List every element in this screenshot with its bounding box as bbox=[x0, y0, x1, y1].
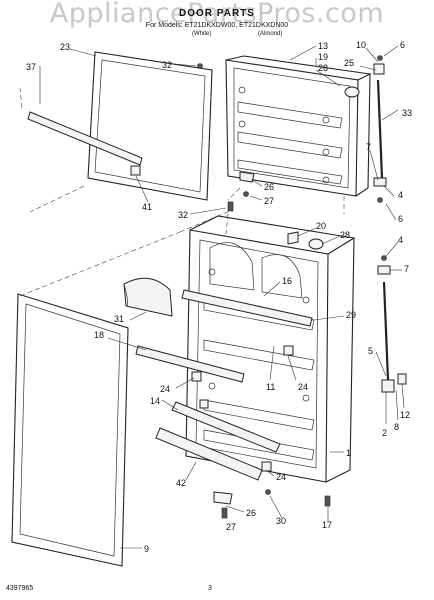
callout-31: 31 bbox=[114, 314, 124, 324]
callout-7b: 7 bbox=[404, 264, 409, 274]
plug-button-top bbox=[344, 86, 360, 98]
callout-24b: 24 bbox=[160, 384, 170, 394]
fresh-food-door-gasket bbox=[11, 293, 129, 567]
callout-4b: 4 bbox=[398, 235, 403, 245]
leader-lines bbox=[39, 45, 405, 549]
callout-32: 32 bbox=[162, 60, 172, 70]
callout-11: 11 bbox=[266, 382, 275, 392]
callout-6: 6 bbox=[400, 40, 405, 50]
callout-20: 20 bbox=[316, 221, 326, 231]
freezer-door bbox=[225, 55, 372, 197]
callout-24c: 24 bbox=[276, 472, 286, 482]
upper-door-stop-rod bbox=[373, 55, 387, 203]
callout-12: 12 bbox=[400, 410, 410, 420]
callout-27b: 27 bbox=[226, 522, 236, 532]
freezer-strip-clip bbox=[130, 165, 141, 176]
callout-5: 5 bbox=[368, 346, 373, 356]
callout-4: 4 bbox=[398, 190, 403, 200]
callout-26b: 26 bbox=[246, 508, 256, 518]
model-note-white: (White) bbox=[192, 31, 212, 37]
callout-29: 29 bbox=[346, 310, 356, 320]
dairy-compartment-door bbox=[123, 277, 173, 317]
strip-clips bbox=[191, 345, 294, 472]
freezer-breaker-strip bbox=[19, 87, 143, 166]
shelf-front-retainer bbox=[181, 289, 313, 327]
page-title: DOOR PARTS bbox=[179, 8, 255, 19]
callout-1: 1 bbox=[346, 448, 351, 458]
bottom-handle-bracket bbox=[213, 489, 271, 519]
lower-door-stop-rod bbox=[377, 255, 407, 393]
callout-18: 18 bbox=[94, 330, 104, 340]
screw-32-mid bbox=[227, 201, 234, 212]
callout-19: 19 bbox=[318, 52, 328, 62]
page-number: 3 bbox=[208, 585, 212, 592]
freezer-door-gasket bbox=[87, 51, 213, 201]
callout-7: 7 bbox=[366, 142, 371, 152]
callout-2: 2 bbox=[382, 428, 387, 438]
callout-17: 17 bbox=[322, 520, 332, 530]
callout-16: 16 bbox=[282, 276, 292, 286]
callout-9: 9 bbox=[144, 544, 149, 554]
callout-25: 25 bbox=[344, 58, 354, 68]
callout-26: 26 bbox=[264, 182, 274, 192]
fresh-food-breaker-strip bbox=[135, 345, 245, 383]
callout-41: 41 bbox=[142, 202, 152, 212]
watermark: AppliancePartsPros.com bbox=[49, 0, 385, 29]
lower-breaker-strip bbox=[155, 401, 281, 481]
screw-17 bbox=[324, 495, 331, 507]
callout-13: 13 bbox=[318, 41, 328, 51]
screw-32-top bbox=[174, 63, 203, 69]
callout-23: 23 bbox=[60, 42, 70, 52]
diagram-code: 4397965 bbox=[6, 585, 34, 592]
callout-8: 8 bbox=[394, 422, 399, 432]
alignment-lines bbox=[19, 185, 345, 297]
callout-27: 27 bbox=[264, 196, 274, 206]
callout-24: 24 bbox=[298, 382, 308, 392]
plug-button-mid bbox=[287, 231, 324, 250]
callout-28: 28 bbox=[318, 63, 328, 73]
callout-14: 14 bbox=[150, 396, 160, 406]
freezer-handle-bracket bbox=[227, 171, 255, 201]
callout-42: 42 bbox=[176, 478, 186, 488]
callout-30: 30 bbox=[276, 516, 286, 526]
model-note-almond: (Almond) bbox=[258, 31, 283, 37]
callout-numbers: 23 37 41 32 13 19 28 10 6 25 33 7 4 6 26… bbox=[26, 40, 412, 554]
callout-37: 37 bbox=[26, 62, 36, 72]
callout-32b: 32 bbox=[178, 210, 188, 220]
callout-33: 33 bbox=[402, 108, 412, 118]
callout-10: 10 bbox=[356, 40, 366, 50]
callout-28b: 28 bbox=[340, 230, 350, 240]
callout-6b: 6 bbox=[398, 214, 403, 224]
model-numbers: For Models: ET21DKXDW00, ET21DKXDN00 bbox=[145, 22, 289, 29]
